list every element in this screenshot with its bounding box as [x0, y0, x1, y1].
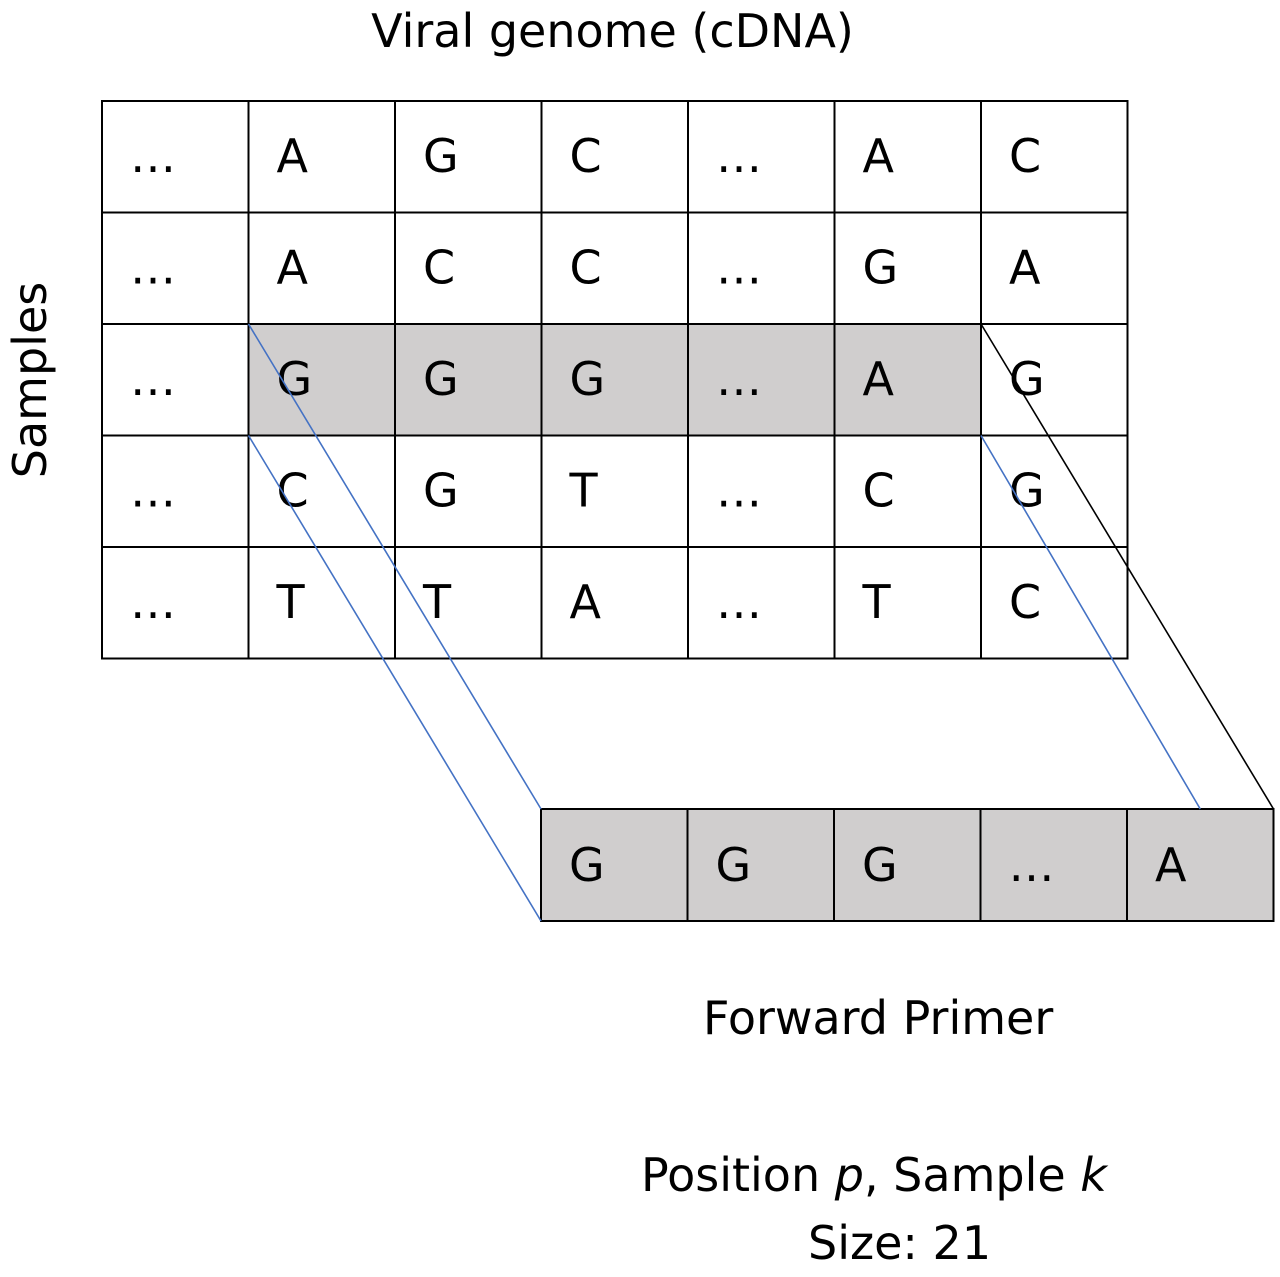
grid-cell-r2-c5	[687, 211, 836, 325]
connector-bottom-left	[247, 435, 542, 922]
grid-cell-r3-c6	[833, 323, 982, 437]
primer-cell-3	[833, 808, 982, 922]
grid-cell-r5-c4-label: A	[570, 575, 602, 629]
connector-top-right	[980, 323, 1275, 810]
grid-cell-r4-c5	[687, 434, 836, 548]
grid-cell-r4-c3-label: G	[423, 464, 459, 518]
grid-cell-r4-c7	[980, 434, 1129, 548]
grid-cell-r1-c7-label: C	[1009, 129, 1041, 183]
grid-cell-r3-c4-label: G	[570, 352, 606, 406]
grid-cell-r4-c1	[101, 434, 250, 548]
grid-cell-r2-c4-label: C	[570, 241, 602, 295]
grid-cell-r1-c3-label: G	[423, 129, 459, 183]
grid-cell-r1-c6	[833, 100, 982, 214]
connector-lines	[247, 323, 1275, 922]
grid-cell-r2-c6-label: G	[863, 241, 899, 295]
grid-cell-r4-c4-label: T	[569, 464, 599, 518]
grid-cell-r2-c5-label: …	[716, 241, 762, 295]
caption-prefix: Position	[641, 1148, 835, 1202]
grid-cell-r4-c6-label: C	[863, 464, 895, 518]
grid-cell-r5-c1-label: …	[130, 575, 176, 629]
primer-cell-5-label: A	[1155, 838, 1187, 892]
grid-cell-r5-c3	[394, 546, 543, 660]
grid-cell-r1-c5-label: …	[716, 129, 762, 183]
grid-cell-r4-c4	[540, 434, 689, 548]
caption-position-variable: p	[834, 1148, 864, 1202]
grid-cell-r1-c1	[101, 100, 250, 214]
primer-cell-1	[540, 808, 689, 922]
grid-cell-r2-c1	[101, 211, 250, 325]
primer-cell-3-label: G	[862, 838, 898, 892]
grid-cell-r3-c3-label: G	[423, 352, 459, 406]
grid-cell-r4-c1-label: …	[130, 464, 176, 518]
grid-cell-r3-c1-label: …	[130, 352, 176, 406]
grid-cell-r3-c2	[247, 323, 396, 437]
grid-cell-r2-c3-label: C	[423, 241, 455, 295]
connector-bottom-right	[980, 435, 1201, 810]
grid-cell-r2-c3	[394, 211, 543, 325]
grid-cell-r2-c2	[247, 211, 396, 325]
grid-cell-r4-c5-label: …	[716, 464, 762, 518]
grid-cell-r4-c2	[247, 434, 396, 548]
diagram-title: Viral genome (cDNA)	[371, 4, 854, 58]
grid-cell-r1-c4	[540, 100, 689, 214]
grid-cell-r1-c2-label: A	[277, 129, 309, 183]
grid-cell-r1-c2	[247, 100, 396, 214]
grid-cell-r5-c3-label: T	[422, 575, 452, 629]
primer-cell-1-label: G	[569, 838, 605, 892]
grid-cell-r2-c7-label: A	[1009, 241, 1041, 295]
primer-cell-5	[1126, 808, 1275, 922]
grid-cell-r1-c6-label: A	[863, 129, 895, 183]
grid-cell-r5-c6	[833, 546, 982, 660]
grid-cell-r2-c2-label: A	[277, 241, 309, 295]
grid-cell-r5-c6-label: T	[862, 575, 892, 629]
connector-top-left	[247, 323, 542, 810]
primer-size-caption: Size: 21	[808, 1216, 992, 1270]
grid-cell-r5-c4	[540, 546, 689, 660]
caption-sample-variable: k	[1080, 1148, 1107, 1202]
grid-cell-r2-c6	[833, 211, 982, 325]
grid-cell-r3-c7	[980, 323, 1129, 437]
primer-cell-4	[979, 808, 1128, 922]
position-sample-caption: Position p, Sample k	[641, 1152, 1107, 1198]
grid-cell-r1-c3	[394, 100, 543, 214]
grid-cell-r1-c4-label: C	[570, 129, 602, 183]
forward-primer-row: G G G … A	[540, 808, 1275, 922]
grid-cell-r3-c5-label: …	[716, 352, 762, 406]
grid-cell-r1-c7	[980, 100, 1129, 214]
grid-cell-r5-c7	[980, 546, 1129, 660]
samples-axis-label: Samples	[3, 281, 57, 479]
grid-cell-r1-c1-label: …	[130, 129, 176, 183]
grid-cell-r4-c3	[394, 434, 543, 548]
grid-cell-r3-c4	[540, 323, 689, 437]
grid-cell-r3-c3	[394, 323, 543, 437]
forward-primer-label: Forward Primer	[703, 991, 1054, 1045]
grid-cell-r3-c6-label: A	[863, 352, 895, 406]
grid-cell-r5-c1	[101, 546, 250, 660]
grid-cell-r5-c2-label: T	[276, 575, 306, 629]
primer-cell-4-label: …	[1009, 838, 1055, 892]
grid-cell-r4-c6	[833, 434, 982, 548]
primer-cell-2-label: G	[716, 838, 752, 892]
grid-cell-r2-c7	[980, 211, 1129, 325]
grid-cell-r4-c7-label: G	[1009, 464, 1045, 518]
grid-cell-r2-c1-label: …	[130, 241, 176, 295]
grid-cell-r2-c4	[540, 211, 689, 325]
grid-cell-r5-c7-label: C	[1009, 575, 1041, 629]
grid-cell-r5-c5	[687, 546, 836, 660]
grid-cell-r1-c5	[687, 100, 836, 214]
primer-cell-2	[686, 808, 835, 922]
caption-middle: , Sample	[863, 1148, 1081, 1202]
grid-cell-r5-c5-label: …	[716, 575, 762, 629]
